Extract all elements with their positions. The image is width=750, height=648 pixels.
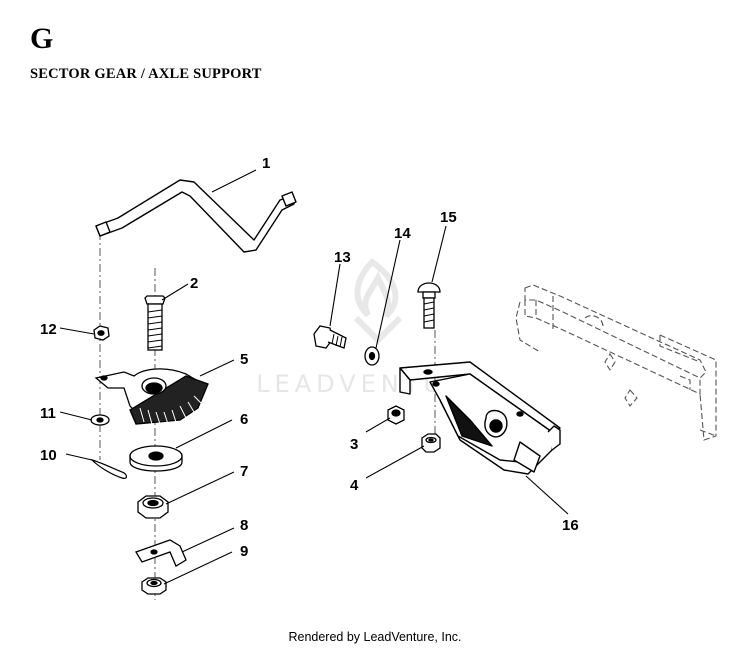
nut-12 <box>93 325 110 341</box>
washer-11 <box>90 414 110 426</box>
spacer-6 <box>129 445 183 472</box>
axle-support-bracket <box>399 361 561 475</box>
leader-lines <box>59 169 569 585</box>
bolt-13 <box>313 325 347 349</box>
section-title: SECTOR GEAR / AXLE SUPPORT <box>30 66 262 82</box>
bolt-15 <box>417 282 441 329</box>
callout-2: 2 <box>190 275 198 292</box>
callout-11: 11 <box>40 405 56 422</box>
bolt-2 <box>144 295 166 351</box>
sector-gear <box>94 368 209 425</box>
callout-6: 6 <box>240 411 248 428</box>
nut-9 <box>141 577 167 595</box>
callout-16: 16 <box>562 517 579 534</box>
callout-12: 12 <box>40 321 57 338</box>
lock-plate <box>135 539 187 567</box>
footer-credit: Rendered by LeadVenture, Inc. <box>288 630 462 644</box>
callout-1: 1 <box>262 155 270 172</box>
nut-4 <box>421 433 441 453</box>
drag-link-rod <box>95 179 297 253</box>
cotter-pin <box>90 458 128 479</box>
callout-8: 8 <box>240 517 248 534</box>
callout-10: 10 <box>40 447 57 464</box>
callout-13: 13 <box>334 249 351 266</box>
callout-5: 5 <box>240 351 248 368</box>
callout-9: 9 <box>240 543 248 560</box>
flame-logo-icon <box>353 258 403 345</box>
callout-15: 15 <box>440 209 457 226</box>
callout-14: 14 <box>394 225 411 242</box>
callout-7: 7 <box>240 463 248 480</box>
washer-14 <box>364 346 380 366</box>
callouts: 1 2 3 4 5 6 7 8 9 10 11 12 13 14 15 16 <box>40 155 579 560</box>
callout-4: 4 <box>350 477 359 494</box>
nut-3 <box>387 405 405 425</box>
callout-3: 3 <box>350 436 358 453</box>
section-letter: G <box>30 22 54 55</box>
nut-7 <box>137 495 169 519</box>
phantom-axle <box>515 284 717 441</box>
